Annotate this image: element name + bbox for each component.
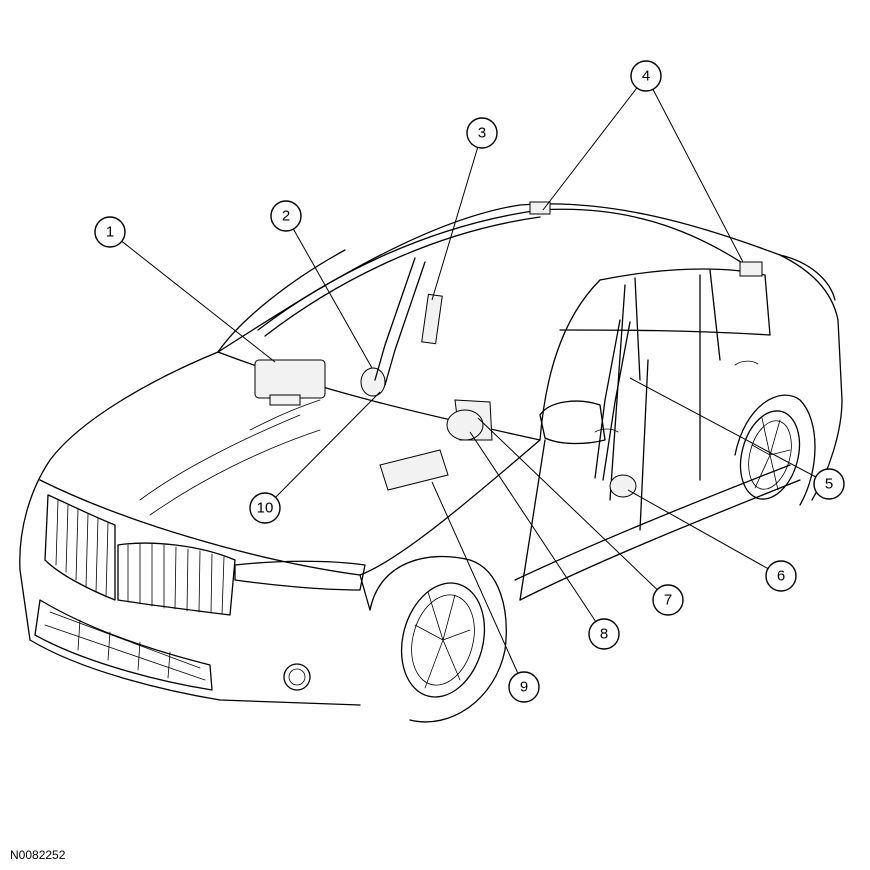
airbag-components — [254, 201, 763, 498]
callout-8-label: 8 — [600, 626, 608, 643]
clockspring — [446, 409, 484, 441]
callout-5-label: 5 — [825, 476, 833, 493]
callout-5: 5 — [813, 468, 845, 500]
passenger-airbag-module — [254, 359, 326, 399]
vehicle-body — [19, 203, 843, 723]
callout-10-label: 10 — [257, 500, 274, 517]
callout-4-label: 4 — [642, 68, 650, 85]
front-seatbelt-retractor — [360, 367, 386, 397]
callout-7: 7 — [652, 584, 684, 616]
callout-9: 9 — [508, 671, 540, 703]
callout-8: 8 — [588, 618, 620, 650]
callout-3-label: 3 — [478, 125, 486, 142]
callout-10: 10 — [249, 492, 281, 524]
curtain-airbag-bracket-front — [529, 201, 551, 215]
steering-column — [379, 449, 449, 491]
rear-seatbelt-webbing — [594, 319, 621, 479]
rear-seatbelt-retractor — [609, 474, 637, 498]
callout-2: 2 — [270, 200, 302, 232]
figure-id: N0082252 — [10, 848, 66, 862]
callout-2-label: 2 — [282, 208, 290, 225]
callout-3: 3 — [466, 117, 498, 149]
callout-1: 1 — [94, 216, 126, 248]
curtain-airbag-bracket-rear — [739, 261, 763, 277]
leader-lines — [109, 75, 830, 688]
callout-9-label: 9 — [520, 679, 528, 696]
front-seatbelt-webbing — [374, 257, 416, 381]
callout-7-label: 7 — [664, 592, 672, 609]
callout-1-label: 1 — [106, 224, 114, 241]
passenger-airbag-bracket — [269, 394, 301, 406]
side-airbag-module — [421, 293, 443, 345]
callout-6-label: 6 — [777, 568, 785, 585]
callout-4: 4 — [630, 60, 662, 92]
callout-6: 6 — [765, 560, 797, 592]
